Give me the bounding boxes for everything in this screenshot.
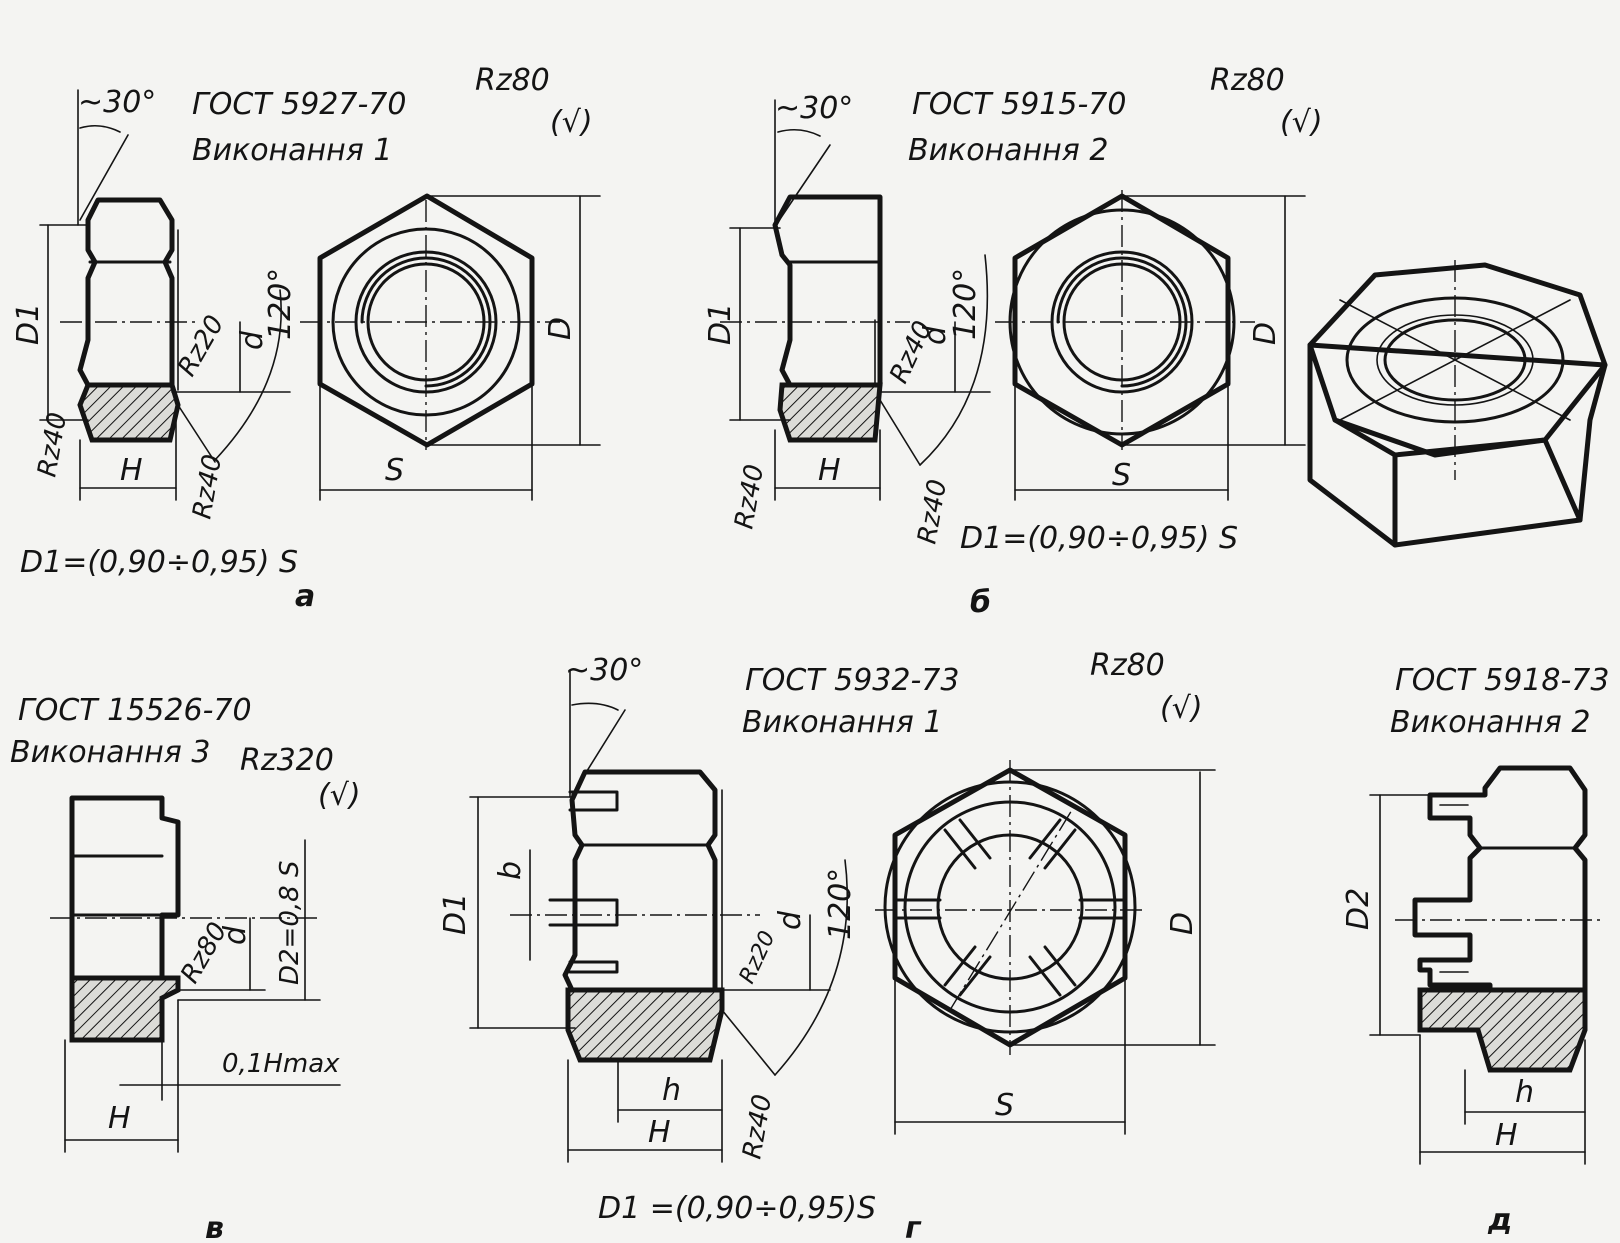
view-b-formula: D1=(0,90÷0,95) S bbox=[960, 521, 1238, 556]
view-b bbox=[720, 99, 1608, 548]
view-d-version: Виконання 2 bbox=[1390, 705, 1590, 740]
view-b-chamfer-angle: ~30° bbox=[775, 91, 853, 126]
view-v-version: Виконання 3 bbox=[10, 735, 210, 770]
view-b-front-hex bbox=[995, 190, 1306, 501]
view-a-rz-side: Rz40 bbox=[32, 410, 73, 479]
view-a-label: а bbox=[295, 579, 315, 614]
view-v-dim-H: H bbox=[108, 1101, 131, 1136]
view-a-side-section bbox=[39, 89, 291, 501]
view-a-angle: 120° bbox=[263, 268, 298, 340]
view-v-roughness-extra: (√) bbox=[318, 778, 361, 813]
view-a-roughness: Rz80 bbox=[475, 63, 550, 98]
view-d-label: д bbox=[1487, 1203, 1512, 1238]
view-v-side-section bbox=[50, 795, 341, 1153]
view-g-dim-S: S bbox=[995, 1088, 1014, 1123]
view-v-rz-face: Rz80 bbox=[175, 917, 233, 988]
view-d-side-section bbox=[1369, 765, 1600, 1165]
view-a-dim-H: H bbox=[120, 453, 143, 488]
view-d-dim-H: H bbox=[1495, 1118, 1518, 1153]
view-g-formula: D1 =(0,90÷0,95)S bbox=[598, 1191, 876, 1226]
view-d-dim-h: h bbox=[1515, 1075, 1534, 1110]
view-b-dim-D: D bbox=[1248, 322, 1283, 345]
view-b-standard: ГОСТ 5915-70 bbox=[912, 87, 1126, 122]
view-g-dim-D1: D1 bbox=[438, 893, 473, 935]
view-d bbox=[1369, 765, 1600, 1165]
view-a-rz-bottom: Rz40 bbox=[187, 452, 228, 521]
view-g-dim-b: b bbox=[493, 861, 528, 880]
view-b-dim-S: S bbox=[1112, 458, 1131, 493]
view-b-dim-H: H bbox=[818, 453, 841, 488]
view-d-standard: ГОСТ 5918-73 bbox=[1395, 663, 1609, 698]
view-b-label: б bbox=[970, 585, 991, 620]
view-a-rz-face: Rz20 bbox=[172, 310, 230, 381]
view-v-dim-d: d bbox=[218, 925, 253, 945]
view-g-standard: ГОСТ 5932-73 bbox=[745, 663, 959, 698]
view-v-dim-01H: 0,1Hmax bbox=[222, 1049, 340, 1079]
view-v-label: в bbox=[205, 1211, 224, 1243]
view-g-dim-h: h bbox=[662, 1073, 681, 1108]
view-a-standard: ГОСТ 5927-70 bbox=[192, 87, 406, 122]
view-g bbox=[469, 669, 1216, 1163]
view-v-standard: ГОСТ 15526-70 bbox=[18, 693, 252, 728]
view-b-rz-bottom: Rz40 bbox=[912, 477, 953, 546]
view-d-dim-D2: D2 bbox=[1341, 888, 1376, 930]
view-g-chamfer-angle: ~30° bbox=[565, 653, 643, 688]
view-a-formula: D1=(0,90÷0,95) S bbox=[20, 545, 298, 580]
view-g-angle: 120° bbox=[823, 868, 858, 940]
view-g-side-section bbox=[469, 669, 848, 1163]
view-b-roughness: Rz80 bbox=[1210, 63, 1285, 98]
view-b-dim-D1: D1 bbox=[703, 303, 738, 345]
view-b-version: Виконання 2 bbox=[908, 133, 1108, 168]
view-b-isometric-nut bbox=[1307, 260, 1608, 548]
view-b-rz-face: Rz40 bbox=[884, 317, 939, 388]
view-g-rz-face: Rz20 bbox=[735, 927, 781, 987]
view-v-dim-D2: D2=0,8 S bbox=[275, 861, 305, 985]
view-a-dim-S: S bbox=[385, 453, 404, 488]
view-v bbox=[50, 795, 341, 1153]
view-g-roughness-extra: (√) bbox=[1160, 691, 1203, 726]
view-a bbox=[39, 89, 601, 501]
view-v-roughness: Rz320 bbox=[240, 743, 334, 778]
view-a-front-hex bbox=[300, 193, 601, 501]
view-b-side-section bbox=[720, 99, 991, 501]
view-b-dim-d: d bbox=[918, 325, 953, 345]
view-a-chamfer-angle: ~30° bbox=[78, 85, 156, 120]
view-g-dim-H: H bbox=[648, 1115, 671, 1150]
view-g-roughness: Rz80 bbox=[1090, 648, 1165, 683]
view-b-roughness-extra: (√) bbox=[1280, 105, 1323, 140]
view-g-dim-D: D bbox=[1165, 912, 1200, 935]
view-a-dim-D: D bbox=[543, 317, 578, 340]
view-a-version: Виконання 1 bbox=[192, 133, 392, 168]
view-g-rz-bottom: Rz40 bbox=[737, 1092, 778, 1161]
view-b-angle: 120° bbox=[948, 268, 983, 340]
view-g-dim-d: d bbox=[773, 910, 808, 930]
view-g-front-hex bbox=[875, 760, 1216, 1135]
view-g-label: г bbox=[905, 1211, 922, 1243]
view-a-roughness-extra: (√) bbox=[550, 105, 593, 140]
view-a-dim-D1: D1 bbox=[11, 303, 46, 345]
view-g-version: Виконання 1 bbox=[742, 705, 942, 740]
view-b-rz-side: Rz40 bbox=[729, 462, 770, 531]
view-a-dim-d: d bbox=[235, 330, 270, 350]
